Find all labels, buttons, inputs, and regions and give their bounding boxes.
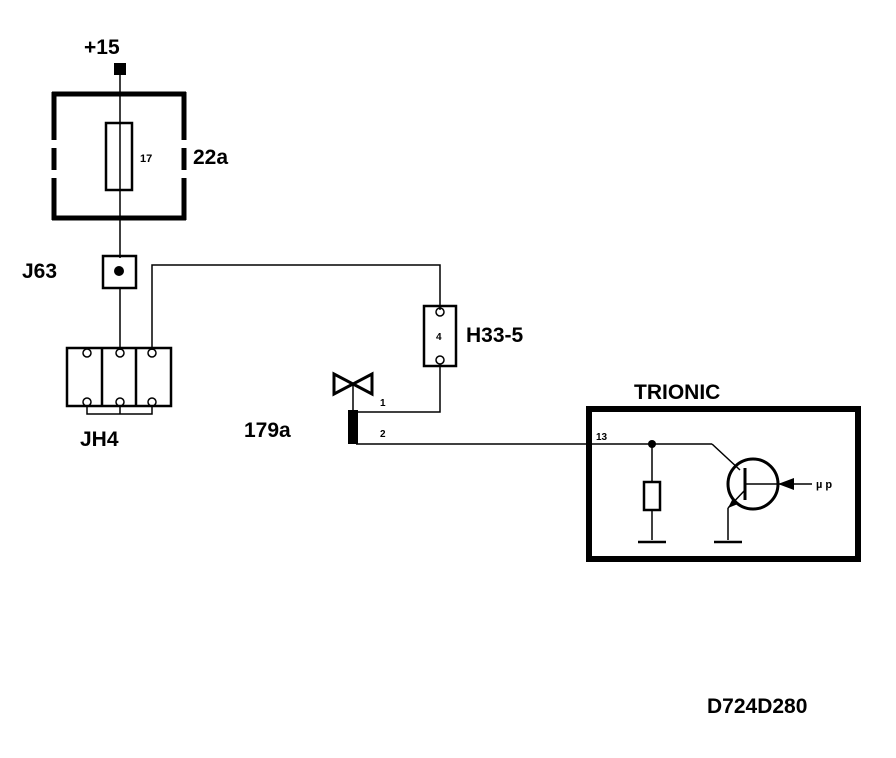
valve-label: 179a [244,419,291,442]
fuse-element [104,121,134,192]
trionic-ecu [586,406,861,562]
trionic-resistor [642,480,662,512]
connector-h33-top-pin [435,307,445,317]
connector-h33-pin-label: 4 [436,332,442,343]
supply-terminal [114,63,126,75]
drawing-code: D724D280 [707,695,807,718]
connector-h33-bottom-pin [435,355,445,365]
valve-pin2-label: 2 [380,429,386,440]
trionic-transistor [711,443,812,511]
fuse-box-22a [51,91,187,221]
supply-label: +15 [84,36,120,59]
valve-pin1-label: 1 [380,398,386,409]
junction-jh4-label: JH4 [80,428,119,451]
junction-j63-label: J63 [22,260,57,283]
valve-179a [332,371,374,444]
trionic-pin-label: 13 [596,432,608,443]
trionic-label: TRIONIC [634,381,720,404]
fuse-number-label: 17 [140,153,152,165]
trionic-signal-label: µ p [816,479,832,491]
wire-j63-h33 [151,264,441,350]
fuse-box-label: 22a [193,146,228,169]
connector-h33-label: H33-5 [466,324,524,347]
wire-h33-valve [356,364,441,413]
junction-j63-dot [114,266,124,276]
junction-jh4 [65,346,173,415]
